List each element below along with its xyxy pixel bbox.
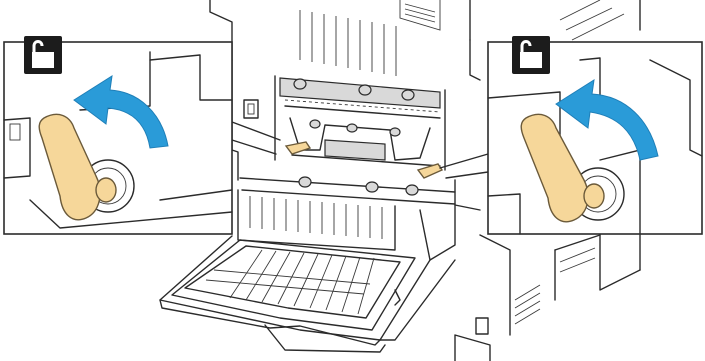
right-fuser-lever [418,164,442,178]
left-callout-line [232,122,280,140]
right-callout-line [440,154,488,168]
right-lever-knob [584,184,604,208]
left-zoom-panel [4,36,232,234]
lower-rollers [240,177,455,204]
unlock-icon [24,36,62,74]
left-fuser-lever [286,142,310,154]
right-callout-line-lower [446,172,488,178]
door-ribs [206,250,374,314]
fuser-unit [275,76,445,170]
side-vent [515,285,540,324]
right-zoom-panel [488,36,702,234]
top-vent-slots [300,0,440,76]
unlock-icon [512,36,550,74]
left-lever-knob [96,178,116,202]
